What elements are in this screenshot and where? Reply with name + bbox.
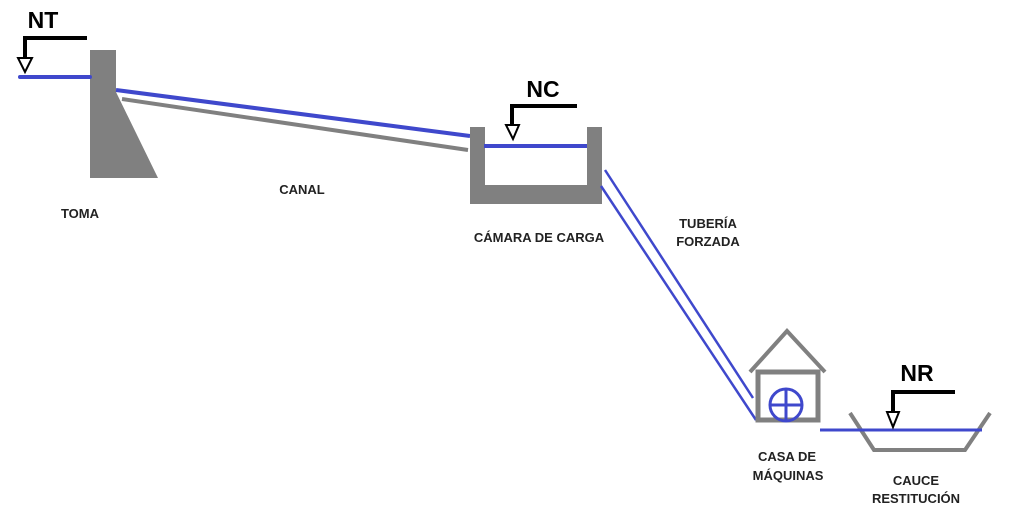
turbine-icon — [768, 387, 804, 423]
penstock-line-lower — [599, 185, 758, 421]
label-tuberia-1: TUBERÍA — [679, 216, 737, 231]
level-marker-nr — [885, 390, 955, 430]
label-cauce-2: RESTITUCIÓN — [872, 491, 960, 506]
level-label-nr: NR — [900, 360, 934, 386]
dam-intake — [90, 50, 158, 178]
level-label-nc: NC — [526, 76, 559, 102]
canal-bed-line — [121, 97, 469, 152]
powerhouse-roof — [748, 328, 827, 374]
label-toma: TOMA — [61, 206, 100, 221]
powerhouse-building — [755, 369, 821, 423]
label-casa-2: MÁQUINAS — [753, 468, 824, 483]
label-tuberia-2: FORZADA — [676, 234, 740, 249]
label-canal: CANAL — [279, 182, 325, 197]
level-label-nt: NT — [28, 7, 59, 33]
penstock-line-upper — [603, 169, 755, 399]
label-camara: CÁMARA DE CARGA — [474, 230, 605, 245]
level-marker-nt — [16, 36, 87, 75]
canal-water-line — [115, 88, 471, 138]
label-casa-1: CASA DE — [758, 449, 816, 464]
label-cauce-1: CAUCE — [893, 473, 940, 488]
forebay-chamber — [470, 127, 602, 204]
level-marker-nc — [504, 104, 577, 142]
